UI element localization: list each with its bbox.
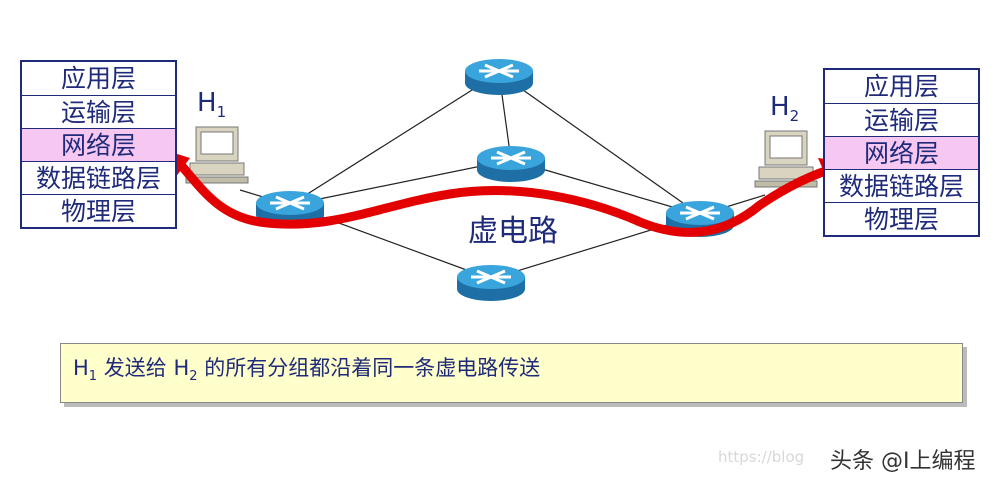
note-tail-text: 的所有分组都沿着同一条虚电路传送 [198,356,541,380]
layer-transport: 运输层 [825,103,978,136]
host-h2-label: H2 [770,92,799,125]
host-h2-letter: H [770,92,790,122]
virtual-circuit-label: 虚电路 [468,206,558,250]
host-h1-letter: H [197,88,217,118]
protocol-stack-h1: 应用层 运输层 网络层 数据链路层 物理层 [20,60,177,229]
router-top-icon [465,59,533,95]
note-h2-letter: H [173,356,189,380]
host-h1-computer-icon [186,127,248,183]
layer-data-link: 数据链路层 [22,161,175,194]
layer-physical: 物理层 [22,194,175,227]
host-h1-label: H1 [197,88,226,121]
link-r1-top [290,73,499,205]
note-h2-subscript: 2 [189,369,197,384]
layer-transport: 运输层 [22,95,175,128]
protocol-stack-h2: 应用层 运输层 网络层 数据链路层 物理层 [823,68,980,237]
layer-application: 应用层 [22,62,175,95]
host-h1-subscript: 1 [217,103,227,121]
host-h2-subscript: 2 [790,107,800,125]
watermark-brand: 头条 @I上编程 [830,443,975,475]
note-box: H1 发送给 H2 的所有分组都沿着同一条虚电路传送 [60,343,963,403]
note-mid-text: 发送给 [97,356,173,380]
layer-network: 网络层 [22,128,175,161]
layer-application: 应用层 [825,70,978,103]
router-middle-icon [477,146,545,182]
layer-network: 网络层 [825,136,978,169]
watermark-url: https://blog [718,448,804,466]
note-h1-letter: H [73,356,89,380]
router-bottom-icon [457,265,525,301]
layer-data-link: 数据链路层 [825,169,978,202]
note-h1-subscript: 1 [89,369,97,384]
layer-physical: 物理层 [825,202,978,235]
